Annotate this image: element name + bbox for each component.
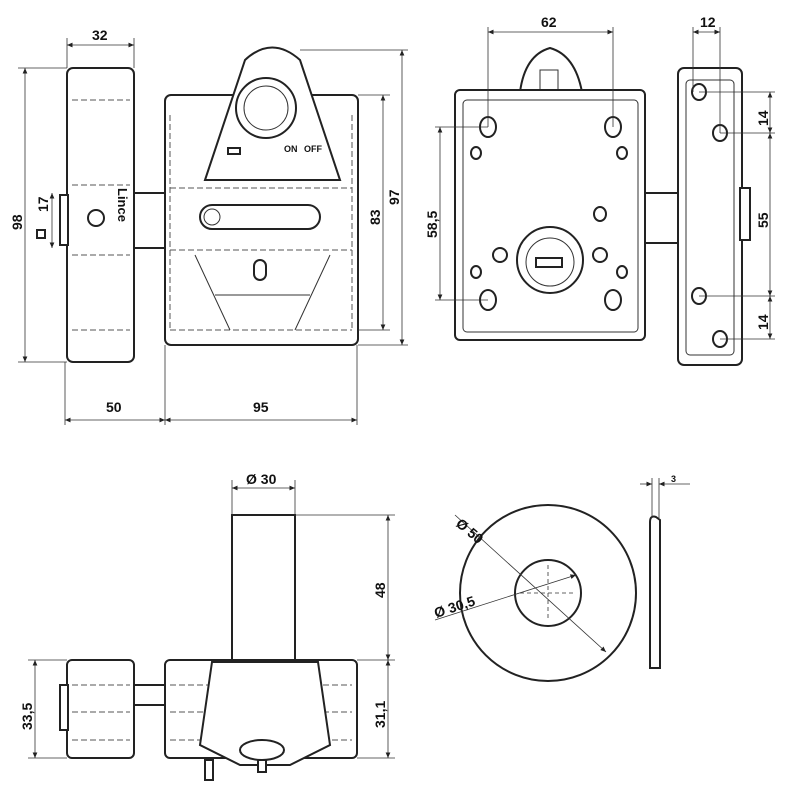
dim-58-5: 58,5 [424,211,440,238]
strike-tab [59,194,69,246]
top-view: Ø 30 48 33,5 31,1 [19,471,395,781]
dim-95: 95 [253,399,269,415]
brand-label: Lince [115,188,130,222]
dim-98: 98 [9,214,25,230]
dim-31-1: 31,1 [372,701,388,728]
switch-on-label: ON [284,144,298,154]
dim-83: 83 [367,209,383,225]
strike-plate-top [66,659,135,759]
switch-off-label: OFF [304,144,322,154]
front-view: ON OFF Lince 32 98 17 83 97 50 95 [9,27,408,425]
dim-32: 32 [92,27,108,43]
dim-3: 3 [671,474,676,484]
bolt-side [644,192,679,244]
dim-17: 17 [35,196,51,212]
strike-plate-back [677,67,743,366]
cylinder-body [231,514,296,661]
keyhole [253,259,267,281]
housing-top [198,661,332,766]
dim-33-5: 33,5 [19,703,35,730]
dim-62: 62 [541,14,557,30]
dim-diameter-30: Ø 30 [246,471,277,487]
dim-55: 55 [755,212,771,228]
dim-14-top: 14 [755,110,771,126]
key-slot [535,257,563,268]
dim-14-bottom: 14 [755,314,771,330]
rosette-profile [649,515,661,669]
dim-12: 12 [700,14,716,30]
bolt [133,192,166,249]
dim-50: 50 [106,399,122,415]
slide-knob [199,204,321,230]
cylinder-ring [235,77,297,139]
dim-48: 48 [372,582,388,598]
rear-view: 62 12 58,5 14 55 14 [424,14,775,366]
mounting-holes [470,116,628,311]
dim-97: 97 [386,189,402,205]
switch-icon [227,147,241,155]
rosette-view: Ø 50 Ø 30,5 3 [432,474,690,682]
lince-logo-icon [87,209,105,227]
